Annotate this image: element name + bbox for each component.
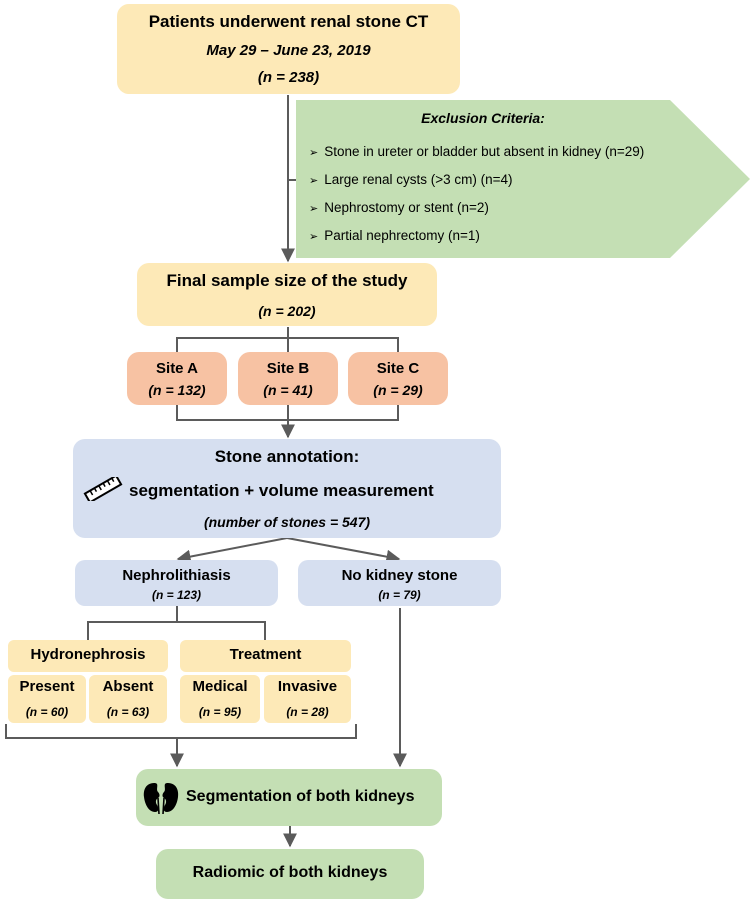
exclusion-item: ➢ Large renal cysts (>3 cm) (n=4) bbox=[309, 172, 513, 187]
site-a-box: Site A (n = 132) bbox=[127, 352, 227, 405]
site-count: (n = 41) bbox=[263, 382, 313, 398]
kidneys-icon bbox=[142, 781, 180, 815]
treatment-medical-box: Medical (n = 95) bbox=[180, 675, 260, 723]
annotation-title: Stone annotation: bbox=[214, 447, 360, 466]
site-count: (n = 132) bbox=[148, 382, 206, 398]
no-kidney-stone-box: No kidney stone (n = 79) bbox=[298, 560, 501, 606]
hydronephrosis-box: Hydronephrosis bbox=[8, 640, 168, 672]
subgroups-top-bracket bbox=[87, 621, 266, 640]
medical-count: (n = 95) bbox=[198, 705, 242, 719]
exclusion-item: ➢ Partial nephrectomy (n=1) bbox=[309, 228, 480, 243]
hydronephrosis-title: Hydronephrosis bbox=[30, 646, 146, 663]
radiomic-title: Radiomic of both kidneys bbox=[192, 864, 388, 881]
treatment-box: Treatment bbox=[180, 640, 351, 672]
annotation-count: (number of stones = 547) bbox=[203, 514, 371, 530]
site-label: Site A bbox=[156, 360, 198, 377]
ruler-icon bbox=[81, 474, 125, 504]
segmentation-box: Segmentation of both kidneys bbox=[136, 769, 442, 826]
no-stone-title: No kidney stone bbox=[341, 567, 458, 584]
final-sample-title: Final sample size of the study bbox=[166, 271, 408, 290]
treatment-invasive-box: Invasive (n = 28) bbox=[264, 675, 351, 723]
present-count: (n = 60) bbox=[25, 705, 69, 719]
absent-count: (n = 63) bbox=[106, 705, 150, 719]
site-c-box: Site C (n = 29) bbox=[348, 352, 448, 405]
invasive-count: (n = 28) bbox=[286, 705, 329, 719]
bullet-arrow-icon: ➢ bbox=[309, 147, 319, 159]
exclusion-item-text: Nephrostomy or stent (n=2) bbox=[324, 200, 489, 215]
subgroups-bottom-bracket bbox=[5, 724, 357, 739]
exclusion-criteria-box: Exclusion Criteria: ➢ Stone in ureter or … bbox=[296, 100, 750, 258]
medical-label: Medical bbox=[192, 678, 248, 695]
patients-count: (n = 238) bbox=[257, 69, 320, 86]
hydronephrosis-absent-box: Absent (n = 63) bbox=[89, 675, 167, 723]
site-b-box: Site B (n = 41) bbox=[238, 352, 338, 405]
hydronephrosis-present-box: Present (n = 60) bbox=[8, 675, 86, 723]
patients-dates: May 29 – June 23, 2019 bbox=[206, 42, 371, 59]
bullet-arrow-icon: ➢ bbox=[309, 175, 319, 187]
segmentation-title: Segmentation of both kidneys bbox=[186, 788, 415, 805]
stone-annotation-box: Stone annotation: segmentation + volume … bbox=[73, 439, 501, 538]
annotation-subtitle: segmentation + volume measurement bbox=[129, 481, 434, 500]
final-sample-count: (n = 202) bbox=[258, 303, 316, 319]
bullet-arrow-icon: ➢ bbox=[309, 203, 319, 215]
exclusion-title: Exclusion Criteria: bbox=[421, 110, 545, 126]
present-label: Present bbox=[19, 678, 75, 695]
exclusion-item-text: Large renal cysts (>3 cm) (n=4) bbox=[324, 172, 513, 187]
nephrolithiasis-count: (n = 123) bbox=[151, 588, 202, 602]
exclusion-arrow-shape bbox=[296, 100, 750, 258]
bullet-arrow-icon: ➢ bbox=[309, 231, 319, 243]
arrow-annotation-to-no-stone bbox=[286, 537, 401, 564]
treatment-title: Treatment bbox=[229, 646, 302, 663]
patients-box: Patients underwent renal stone CT May 29… bbox=[117, 4, 460, 94]
invasive-label: Invasive bbox=[277, 678, 338, 695]
nephrolithiasis-box: Nephrolithiasis (n = 123) bbox=[75, 560, 278, 606]
exclusion-item-text: Stone in ureter or bladder but absent in… bbox=[324, 144, 645, 159]
absent-label: Absent bbox=[102, 678, 154, 695]
site-label: Site B bbox=[266, 360, 310, 377]
site-count: (n = 29) bbox=[373, 382, 423, 398]
arrow-annotation-to-nephrolithiasis bbox=[176, 537, 288, 564]
exclusion-item-text: Partial nephrectomy (n=1) bbox=[324, 228, 480, 243]
nephrolithiasis-title: Nephrolithiasis bbox=[122, 567, 231, 584]
exclusion-item: ➢ Nephrostomy or stent (n=2) bbox=[309, 200, 489, 215]
final-sample-box: Final sample size of the study (n = 202) bbox=[137, 263, 437, 326]
patients-title: Patients underwent renal stone CT bbox=[148, 12, 429, 31]
radiomic-box: Radiomic of both kidneys bbox=[156, 849, 424, 899]
site-label: Site C bbox=[376, 360, 420, 377]
no-stone-count: (n = 79) bbox=[378, 588, 421, 602]
exclusion-item: ➢ Stone in ureter or bladder but absent i… bbox=[309, 144, 644, 159]
